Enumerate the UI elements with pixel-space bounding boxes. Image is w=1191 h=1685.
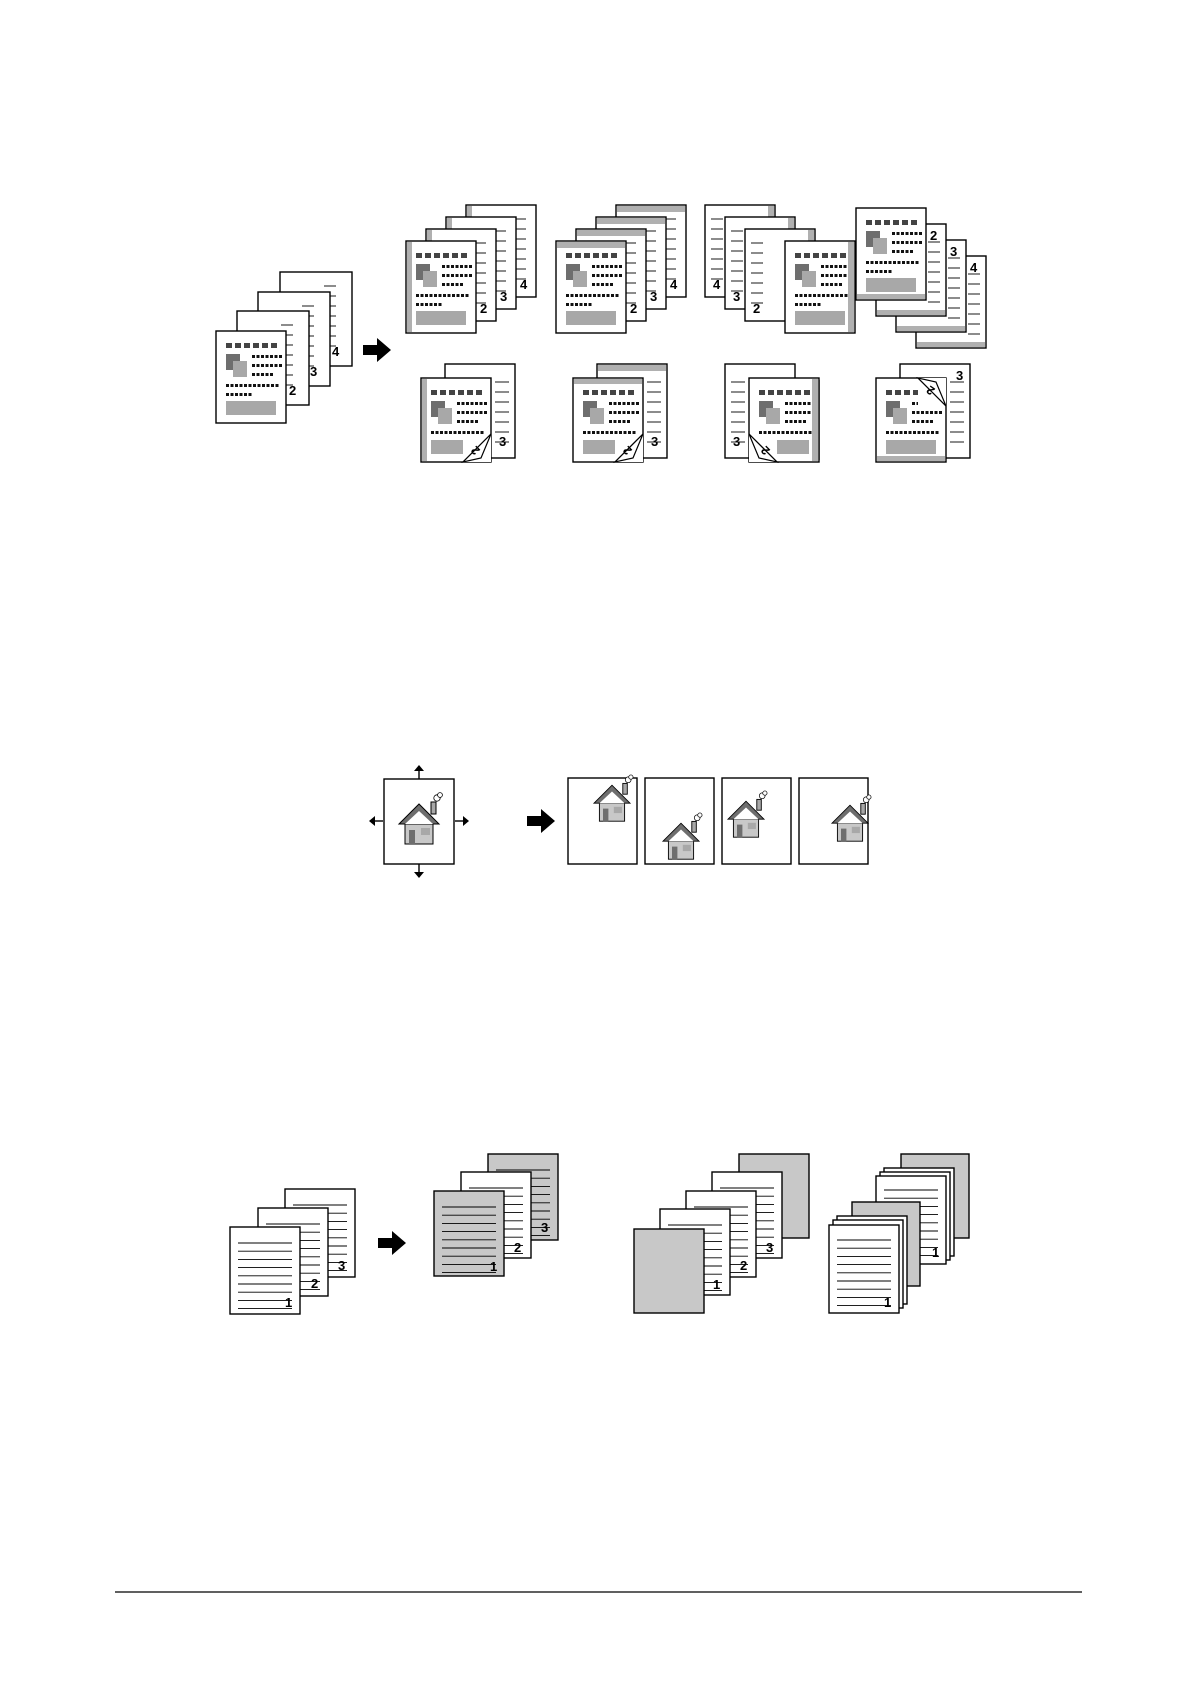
page-number: 4 — [670, 277, 678, 292]
page-turn-set-landscape: 32 — [876, 364, 970, 462]
binding-edge — [917, 342, 985, 347]
page-number: 3 — [766, 1240, 773, 1255]
page-number: 1 — [490, 1259, 497, 1274]
page-number: 3 — [733, 289, 740, 304]
shift-original — [384, 779, 454, 864]
page-number: 4 — [332, 344, 340, 359]
stacked-output-set-top: 432 — [556, 205, 686, 333]
chimney — [861, 803, 866, 814]
page-number: 1 — [713, 1277, 720, 1292]
binding-edge — [848, 242, 854, 332]
chimney — [623, 783, 628, 794]
binding-edge — [877, 456, 945, 461]
page-number: 2 — [740, 1258, 747, 1273]
smoke — [867, 795, 871, 799]
page-number: 3 — [651, 434, 658, 449]
binding-edge — [597, 218, 665, 224]
binding-edge — [574, 379, 642, 384]
binding-edge — [577, 230, 645, 236]
page-turn-set-left: 32 — [725, 364, 820, 462]
shifted-output-sheet — [645, 778, 714, 864]
figure-cover-and-insert-sheets: 32132132111 — [230, 1154, 969, 1314]
smoke — [763, 791, 767, 795]
page-number: 3 — [541, 1220, 548, 1235]
window — [748, 823, 756, 829]
page-number: 3 — [500, 289, 507, 304]
chimney — [431, 802, 436, 814]
page-number: 3 — [650, 289, 657, 304]
chimney — [692, 821, 697, 832]
binding-edge — [857, 294, 925, 299]
right-arrow-icon — [378, 1231, 406, 1255]
door — [841, 829, 846, 842]
page-number: 3 — [338, 1258, 345, 1273]
binding-edge — [557, 242, 625, 248]
page-number: 2 — [630, 301, 637, 316]
window — [421, 828, 430, 835]
right-arrow-icon — [527, 809, 555, 833]
page-number: 2 — [930, 228, 937, 243]
binding-edge — [877, 310, 945, 315]
page-number: 2 — [514, 1240, 521, 1255]
page-number: 3 — [310, 364, 317, 379]
door — [603, 809, 608, 822]
page-number: 3 — [950, 244, 957, 259]
binding-edge — [407, 242, 412, 332]
page-number: 2 — [753, 301, 760, 316]
door — [672, 847, 677, 860]
page-number: 3 — [499, 434, 506, 449]
smoke — [698, 813, 702, 817]
binding-edge — [422, 379, 427, 461]
page-turn-set-right: 32 — [421, 364, 515, 462]
chimney — [757, 799, 762, 810]
smoke — [438, 793, 443, 798]
page-number: 3 — [956, 368, 963, 383]
binding-edge — [598, 365, 666, 371]
smoke — [629, 775, 633, 779]
stacked-output-set-landscape: 432 — [856, 208, 986, 348]
shifted-output-sheet — [799, 778, 871, 864]
figure-image-shift — [369, 765, 871, 878]
shifted-output-sheet — [722, 778, 791, 864]
chapter-insert-sets: 11 — [829, 1154, 969, 1313]
page-number: 3 — [733, 434, 740, 449]
door — [737, 825, 742, 838]
page-number: 4 — [520, 277, 528, 292]
window — [852, 827, 860, 833]
output-with-covers: 3 2 1 — [434, 1154, 558, 1276]
insert-sheet — [634, 1229, 704, 1313]
binding-edge — [617, 206, 685, 212]
page-number: 1 — [285, 1295, 292, 1310]
door — [409, 830, 415, 844]
page-number: 2 — [289, 383, 296, 398]
page-number: 1 — [932, 1245, 939, 1260]
stacked-output-set-right: 432 — [406, 205, 536, 333]
page-number: 1 — [884, 1295, 891, 1310]
interleaved-insert-sheets: 3 2 1 — [634, 1154, 809, 1313]
stacked-output-set-left: 432 — [705, 205, 855, 333]
right-arrow-icon — [363, 338, 391, 362]
page-number: 2 — [480, 301, 487, 316]
shifted-output-sheet — [568, 775, 637, 864]
page-number: 4 — [970, 260, 978, 275]
page-number: 2 — [311, 1276, 318, 1291]
binding-edge — [897, 326, 965, 331]
original-document-set: 432 — [216, 272, 352, 423]
binding-edge — [812, 379, 818, 461]
page-turn-set-top: 32 — [573, 364, 667, 462]
window — [683, 845, 691, 851]
original-text-pages: 3 2 1 — [230, 1189, 355, 1314]
window — [614, 807, 622, 813]
page-number: 4 — [713, 277, 721, 292]
